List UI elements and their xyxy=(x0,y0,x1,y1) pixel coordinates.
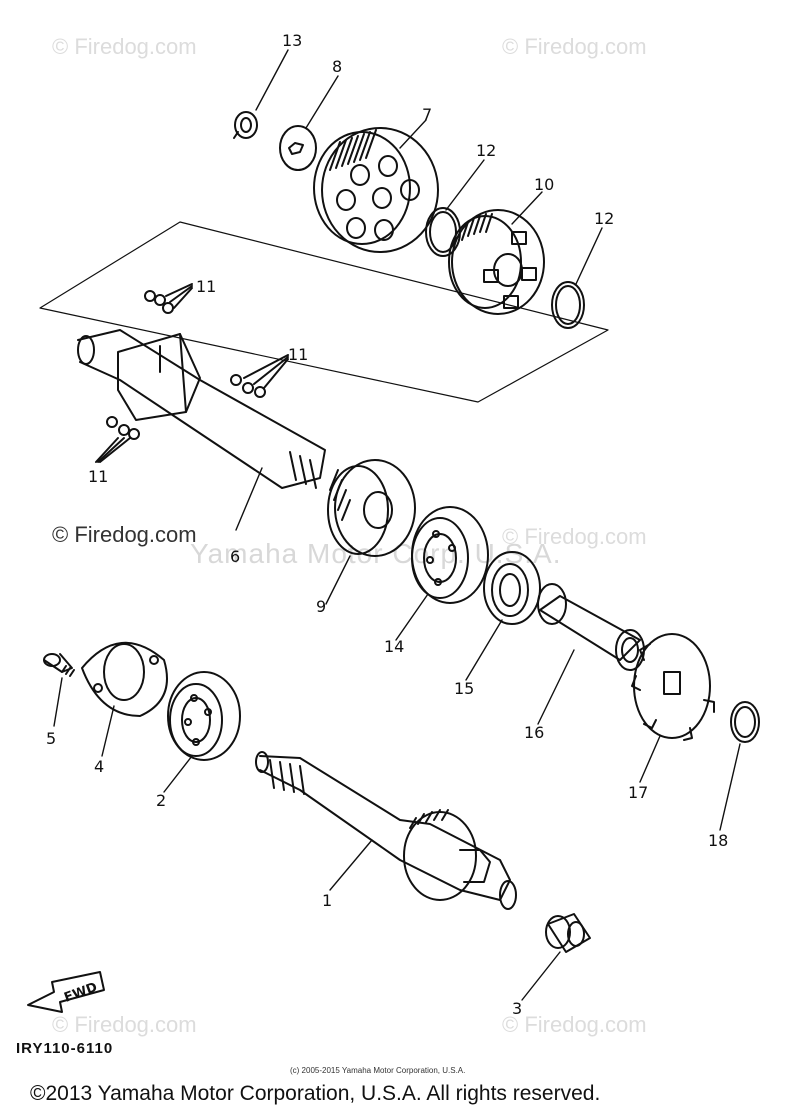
part-15-oil-seal xyxy=(483,551,541,625)
callout-17: 17 xyxy=(628,783,648,802)
part-18-circlip xyxy=(730,701,760,743)
callout-12-upper: 12 xyxy=(476,141,496,160)
part-9-gear xyxy=(327,459,416,557)
watermark-top-left: © Firedog.com xyxy=(52,34,197,59)
part-11-balls-top xyxy=(144,283,193,314)
callout-11-right: 11 xyxy=(288,345,308,364)
callout-13: 13 xyxy=(282,31,302,50)
part-3-collar xyxy=(545,913,591,953)
part-5-bolt xyxy=(43,653,75,677)
part-11-balls-right xyxy=(230,354,289,398)
watermark-bottom-left: © Firedog.com xyxy=(52,1012,197,1037)
diagram-code: IRY110-6110 xyxy=(16,1040,114,1057)
callout-9: 9 xyxy=(316,597,326,616)
callout-18: 18 xyxy=(708,831,728,850)
part-2-bearing xyxy=(167,671,241,761)
callout-2: 2 xyxy=(156,791,166,810)
part-10-dog-gear xyxy=(448,209,545,315)
subassembly-box xyxy=(39,221,609,403)
callout-15: 15 xyxy=(454,679,474,698)
part-1-drive-axle xyxy=(255,751,517,910)
part-12-circlip-upper xyxy=(425,207,461,257)
callout-8: 8 xyxy=(332,57,342,76)
part-16-collar xyxy=(537,583,645,671)
callout-12-right: 12 xyxy=(594,209,614,228)
part-7-clutch-gear xyxy=(313,127,439,253)
callout-7: 7 xyxy=(422,105,432,124)
callout-14: 14 xyxy=(384,637,404,656)
watermark-bottom-right: © Firedog.com xyxy=(502,1012,647,1037)
callout-6: 6 xyxy=(230,547,240,566)
part-12-circlip-right xyxy=(551,281,585,329)
part-6-shaft xyxy=(77,329,326,489)
callout-16: 16 xyxy=(524,723,544,742)
small-copyright: (c) 2005-2015 Yamaha Motor Corporation, … xyxy=(290,1066,466,1075)
callout-11-left: 11 xyxy=(88,467,108,486)
callout-11-top: 11 xyxy=(196,277,216,296)
part-14-bearing xyxy=(411,506,489,604)
callout-1: 1 xyxy=(322,891,332,910)
part-17-sprocket xyxy=(631,633,715,741)
part-13-circlip xyxy=(233,111,258,139)
watermark-mid-right: © Firedog.com xyxy=(502,524,647,549)
fwd-label: FWD xyxy=(62,980,99,1006)
leader-lines xyxy=(53,49,741,1001)
watermark-mid-left: © Firedog.com xyxy=(52,522,197,547)
watermark-brand: Yamaha Motor Corp. U.S.A. xyxy=(190,538,562,569)
part-8-lock-washer xyxy=(279,125,317,171)
callout-10: 10 xyxy=(534,175,554,194)
watermark-top-right: © Firedog.com xyxy=(502,34,647,59)
footer-copyright: ©2013 Yamaha Motor Corporation, U.S.A. A… xyxy=(30,1082,601,1105)
callout-4: 4 xyxy=(94,757,104,776)
callout-5: 5 xyxy=(46,729,56,748)
callout-3: 3 xyxy=(512,999,522,1018)
part-4-plate xyxy=(81,641,168,717)
part-11-balls-left xyxy=(95,416,140,463)
fwd-arrow-icon xyxy=(27,971,105,1013)
